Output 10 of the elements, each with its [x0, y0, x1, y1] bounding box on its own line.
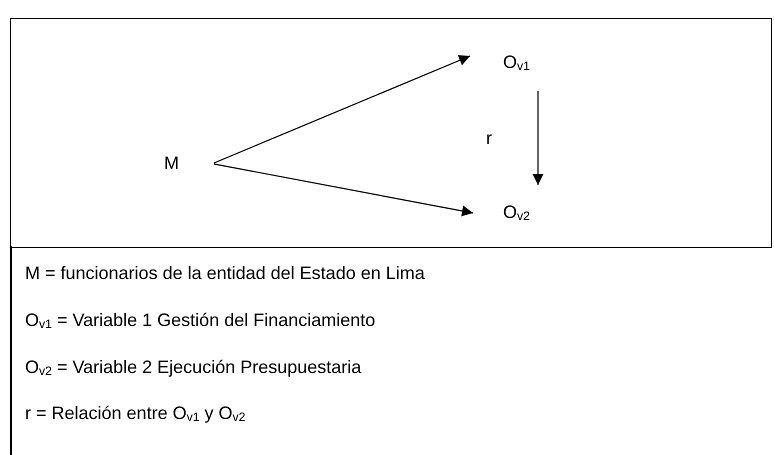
- arrow: [214, 55, 470, 164]
- node-label: O$_{v1}$: [503, 50, 530, 76]
- definition-text: M = funcionarios de la entidad del Estado en Lima: [25, 262, 425, 285]
- node-label: O$_{v2}$: [503, 200, 530, 226]
- arrow: [532, 91, 544, 185]
- arrow: [214, 163, 474, 216]
- node-label: M: [164, 151, 179, 175]
- definition-text: O$_{v2}$ = Variable 2 Ejecución Presupuestaria: [25, 356, 362, 380]
- definition-text: r = Relación entre O$_{v1}$ y O$_{v2}$: [25, 402, 246, 426]
- definition-text: O$_{v1}$ = Variable 1 Gestión del Financiamiento: [25, 309, 376, 334]
